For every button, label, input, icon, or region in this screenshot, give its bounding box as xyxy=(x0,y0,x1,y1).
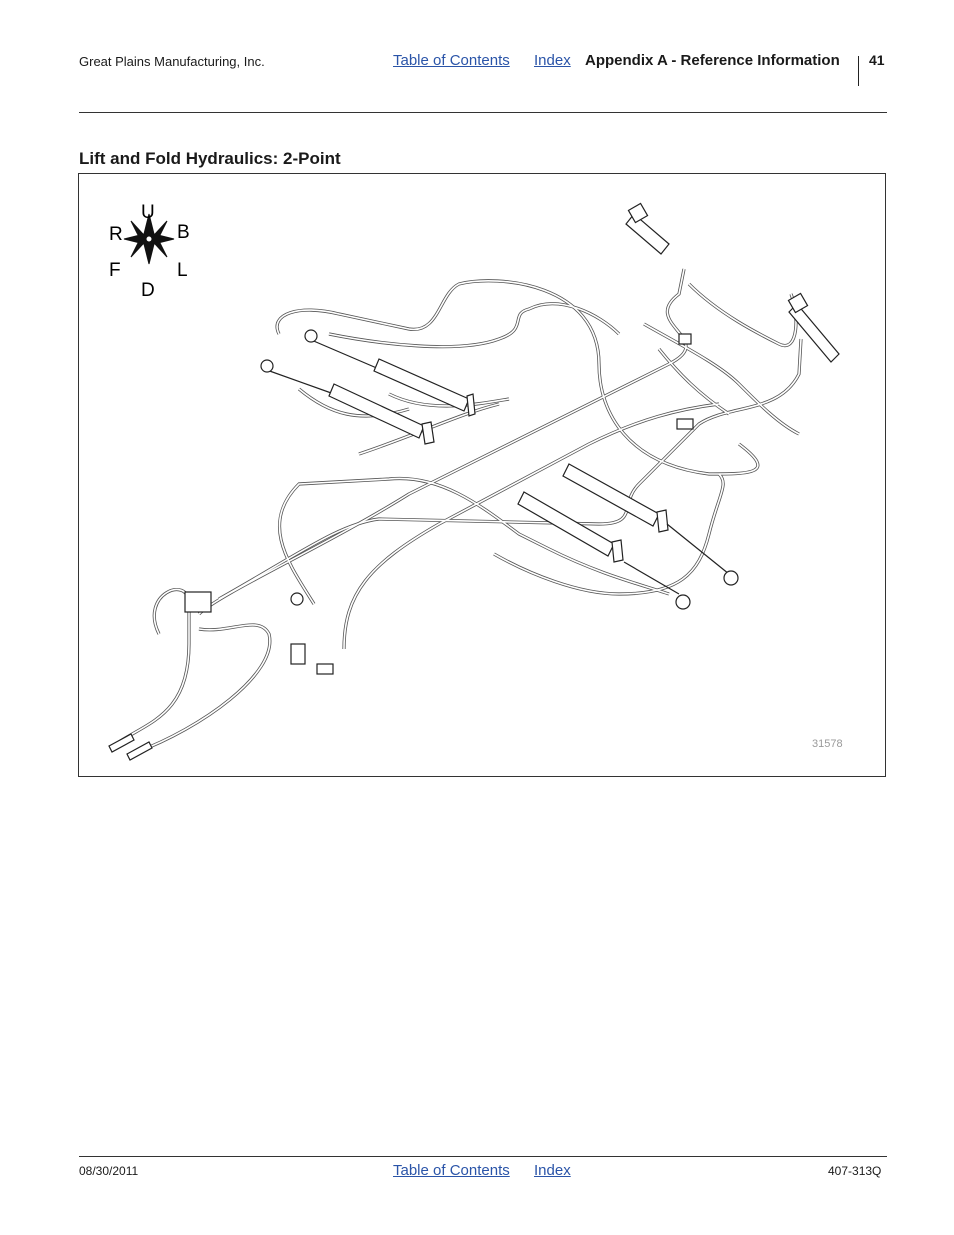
compass-left: L xyxy=(177,260,188,281)
tee-fitting-right xyxy=(676,418,694,430)
cylinder-top-right-1 xyxy=(625,202,670,255)
compass-icon xyxy=(123,213,175,265)
clevis-end-3 xyxy=(304,329,318,343)
header-divider xyxy=(858,56,859,86)
header-toc-link[interactable]: Table of Contents xyxy=(393,52,510,69)
document-number: 407-313Q xyxy=(828,1164,882,1178)
clevis-end-2 xyxy=(675,594,691,610)
hydraulic-cylinders xyxy=(260,202,840,610)
header-index-link[interactable]: Index xyxy=(534,52,571,69)
company-name: Great Plains Manufacturing, Inc. xyxy=(79,54,265,69)
cylinder-upper-left-2 xyxy=(263,368,435,445)
clevis-end-4 xyxy=(260,359,274,373)
compass-back: B xyxy=(177,222,190,243)
tee-fitting-top xyxy=(678,333,692,345)
cylinder-upper-left-1 xyxy=(308,338,476,417)
footer-toc-link[interactable]: Table of Contents xyxy=(393,1162,510,1179)
compass-down: D xyxy=(141,280,155,301)
hydraulics-figure: U D R B F L xyxy=(78,173,886,777)
page-title: Lift and Fold Hydraulics: 2-Point xyxy=(79,149,341,168)
footer-date: 08/30/2011 xyxy=(79,1164,139,1178)
compass-rear: R xyxy=(109,224,123,245)
cylinder-top-right-2 xyxy=(787,292,840,363)
hydraulic-hoses xyxy=(118,268,803,754)
header-rule xyxy=(79,112,887,113)
quick-couplers xyxy=(108,733,153,761)
tee-fitting xyxy=(316,663,334,675)
cylinder-center-2 xyxy=(517,491,680,595)
hydraulics-diagram: U D R B F L xyxy=(108,202,843,761)
valve-blocks xyxy=(184,333,694,675)
gauge-fitting xyxy=(290,592,304,606)
cylinder-center-1 xyxy=(562,463,730,575)
footer-index-link[interactable]: Index xyxy=(534,1162,571,1179)
compass-up: U xyxy=(141,202,155,223)
compass-front: F xyxy=(109,260,121,281)
figure-number: 31578 xyxy=(812,738,843,750)
footer-rule xyxy=(79,1156,887,1157)
valve-block-left xyxy=(184,591,212,613)
page-number: 41 xyxy=(869,52,885,68)
valve-block-center xyxy=(290,643,306,665)
section-title: Appendix A - Reference Information xyxy=(585,52,840,69)
clevis-end-1 xyxy=(723,570,739,586)
